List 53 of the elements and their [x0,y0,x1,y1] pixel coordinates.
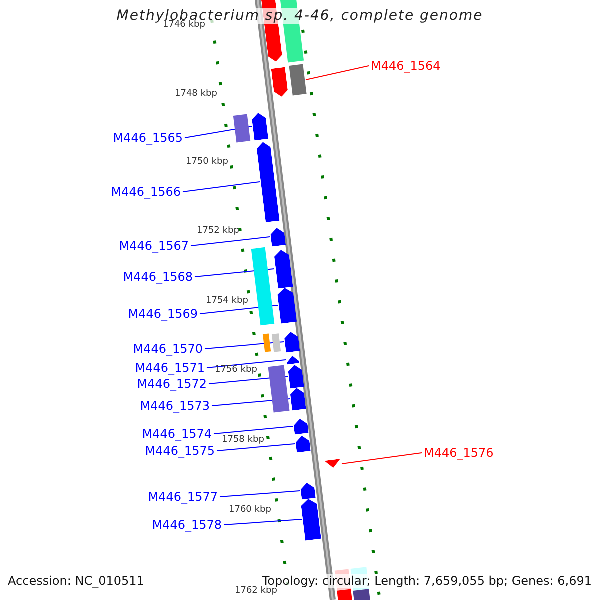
gene-label: M446_1567 [119,239,189,253]
gene-label: M446_1573 [140,399,210,413]
gene-feature [251,112,269,141]
tick-label: 1752 kbp [197,226,240,236]
gene-label: M446_1568 [123,270,193,284]
leader-line [190,236,270,246]
gene-feature [290,387,306,411]
accession-text: Accession: NC_010511 [8,574,144,588]
gene-label: M446_1570 [133,342,203,356]
gene-label: M446_1565 [113,131,183,145]
gene-label: M446_1575 [145,444,215,458]
tick-label: 1756 kbp [215,365,258,375]
gene-feature [233,114,251,143]
gene-label: M446_1577 [148,490,218,504]
gene-feature [271,334,281,352]
gene-feature [300,498,322,541]
gene-label: M446_1574 [142,427,212,441]
gene-label: M446_1578 [152,518,222,532]
gene-feature [262,334,272,352]
gene-feature [293,418,309,435]
gene-label: M446_1572 [137,377,207,391]
leader-line [204,342,284,350]
gene-feature [286,355,300,365]
gene-feature [288,364,304,389]
leader-line [220,490,300,498]
gene-feature [300,482,316,500]
leader-line [216,444,296,452]
gene-feature [289,64,307,96]
leader-line [206,360,286,368]
gene-feature [273,249,293,289]
tick-label: 1748 kbp [175,89,218,99]
gene-feature [270,227,286,247]
genome-stats-text: Topology: circular; Length: 7,659,055 bp; Genes: 6,691 [262,574,592,588]
gene-feature [284,331,300,353]
leader-line [342,452,422,464]
tick-label: 1754 kbp [206,296,248,306]
gene-label: M446_1564 [371,59,441,73]
leader-line [214,426,294,434]
gene-feature [268,365,290,413]
gene-label: M446_1566 [111,185,181,199]
leader-line [224,519,302,526]
gene-feature [271,67,289,98]
gene-label: M446_1571 [135,361,205,375]
gene-label: M446_1569 [128,307,198,321]
tick-label: 1750 kbp [186,157,228,167]
gene-feature [295,435,311,453]
tick-label: 1758 kbp [222,435,264,445]
leader-line [306,66,370,80]
gene-feature [251,247,275,326]
gene-label: M446_1576 [424,446,494,460]
tick-label: 1760 kbp [229,505,272,515]
tick-label: 1762 kbp [235,586,278,596]
leader-line [182,182,260,192]
